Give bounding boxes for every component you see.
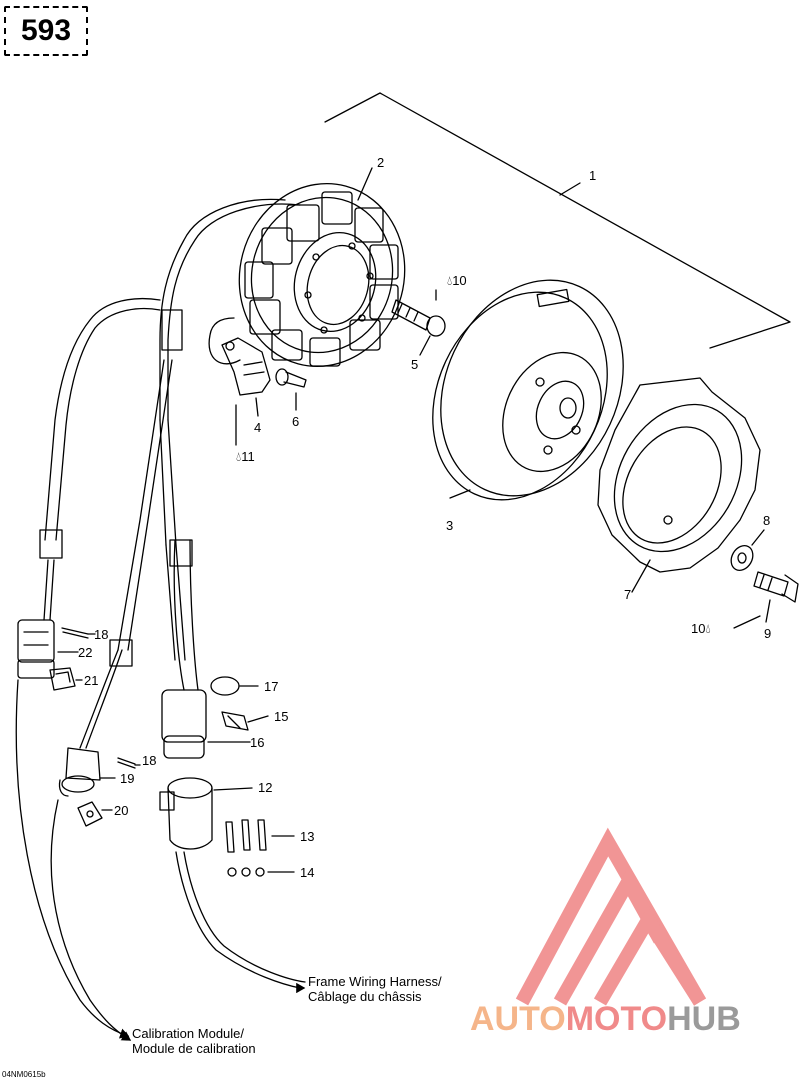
connector-16: [161, 539, 251, 759]
trigger-coil: [208, 317, 271, 446]
callout-8: 8: [763, 513, 771, 528]
screw-6: [275, 368, 307, 411]
frame-harness-label-en: Frame Wiring Harness/: [308, 974, 442, 989]
callout-13: 13: [300, 829, 315, 844]
seals-14: [227, 867, 295, 877]
callout-6: 6: [292, 414, 300, 429]
housing-12: [159, 777, 306, 989]
label-leaders: [15, 679, 306, 1041]
logo-wordmark: AUTOMOTOHUB: [470, 1000, 741, 1039]
callout-17: 17: [264, 679, 279, 694]
callout-10-upper-number: 10: [452, 273, 467, 288]
ring-gear: [597, 377, 761, 593]
oil-drop-icon: 💧︎: [705, 621, 711, 636]
callout-10-lower-number: 10: [691, 621, 706, 636]
wiring-harness: [39, 198, 301, 749]
oil-drop-icon: 💧︎: [447, 273, 453, 288]
callout-10-lower: 10💧︎: [691, 622, 711, 635]
callout-18-lower: 18: [142, 753, 157, 768]
pin-18-upper: [61, 627, 96, 639]
callout-22: 22: [78, 645, 93, 660]
callout-7: 7: [624, 587, 632, 602]
stator: [238, 167, 406, 368]
logo-part-2: MOTO: [565, 1000, 668, 1038]
frame-harness-label-fr: Câblage du châssis: [308, 989, 422, 1004]
pin-18-lower: [117, 757, 141, 769]
callout-15: 15: [274, 709, 289, 724]
flywheel: [432, 279, 624, 501]
callout-4: 4: [254, 420, 262, 435]
washer-8: [730, 529, 765, 571]
callout-9: 9: [764, 626, 772, 641]
seal-17: [210, 676, 259, 696]
calibration-module-label-en: Calibration Module/: [132, 1026, 245, 1041]
callout-16: 16: [250, 735, 265, 750]
logo-part-3: HUB: [667, 1000, 741, 1038]
callout-20: 20: [114, 803, 129, 818]
callout-10-upper: 💧︎10: [447, 274, 467, 287]
callout-2: 2: [377, 155, 385, 170]
calibration-module-label-fr: Module de calibration: [132, 1041, 256, 1056]
connector-22: [17, 619, 79, 679]
terminal-15: [221, 711, 269, 731]
logo-part-1: AUTO: [470, 1000, 566, 1038]
callout-1: 1: [589, 168, 597, 183]
bolt-9: [733, 571, 799, 629]
callout-21: 21: [84, 673, 99, 688]
callout-11-number: 11: [241, 449, 255, 464]
page-number: 593: [4, 6, 88, 56]
callout-14: 14: [300, 865, 315, 880]
callout-3: 3: [446, 518, 454, 533]
calibration-module-label: Calibration Module/ Module de calibratio…: [132, 1026, 256, 1056]
assembly-bracket-1: [324, 92, 791, 349]
connector-19: [58, 747, 116, 797]
oil-drop-icon: 💧︎: [236, 449, 242, 464]
clip-21: [49, 667, 83, 691]
terminals-13: [225, 819, 295, 853]
callout-18-upper: 18: [94, 627, 109, 642]
callout-19: 19: [120, 771, 135, 786]
frame-harness-label: Frame Wiring Harness/ Câblage du châssis: [308, 974, 442, 1004]
callout-5: 5: [411, 357, 419, 372]
callout-12: 12: [258, 780, 273, 795]
screw-5: [391, 289, 446, 356]
drawing-code: 04NM0615b: [2, 1070, 46, 1079]
callout-11: 💧︎11: [236, 450, 255, 463]
clip-20: [77, 801, 113, 827]
